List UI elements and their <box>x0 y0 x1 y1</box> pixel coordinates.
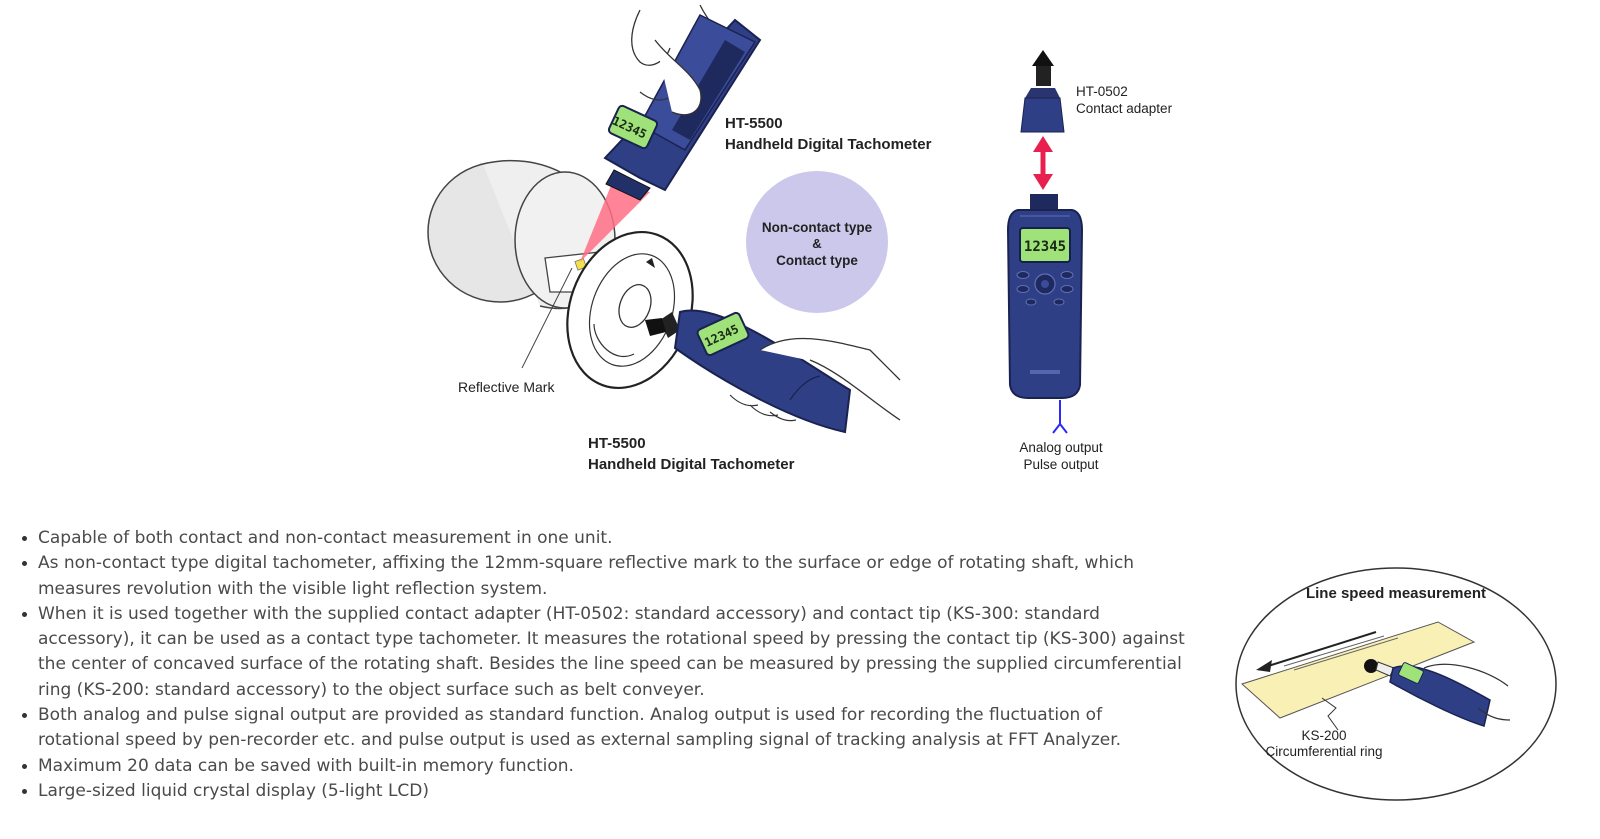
laser-beam <box>580 183 650 262</box>
tachometer-diagram: Reflective Mark 12345 HT-5500 Handheld D… <box>427 4 1173 473</box>
front-view-device: 12345 <box>1006 194 1084 399</box>
feature-item: Large-sized liquid crystal display (5-li… <box>38 779 1188 804</box>
mode-bubble-line3: Contact type <box>776 253 858 268</box>
outputs-line2: Pulse output <box>1023 457 1098 472</box>
adapter-name: Contact adapter <box>1076 101 1173 116</box>
inset-title: Line speed measurement <box>1306 585 1486 602</box>
tachometer-bottom-device: 12345 <box>645 309 901 434</box>
outputs-line1: Analog output <box>1019 440 1103 455</box>
top-tachometer-name: Handheld Digital Tachometer <box>725 136 932 153</box>
mode-bubble-line1: Non-contact type <box>762 220 873 235</box>
attach-arrow <box>1033 136 1053 190</box>
feature-item: Maximum 20 data can be saved with built-… <box>38 754 1188 779</box>
moving-belt <box>1241 621 1476 719</box>
tachometer-top-device: 12345 <box>603 4 762 201</box>
bottom-tachometer-name: Handheld Digital Tachometer <box>588 456 795 473</box>
rotating-disc <box>566 230 694 390</box>
ring-model: KS-200 <box>1301 728 1346 743</box>
line-speed-inset: Line speed measurement KS-200 Circumfere… <box>1235 567 1557 801</box>
feature-item: When it is used together with the suppli… <box>38 602 1188 703</box>
inset-tachometer <box>1364 659 1511 727</box>
feature-item: Capable of both contact and non-contact … <box>38 526 1188 551</box>
feature-item: Both analog and pulse signal output are … <box>38 703 1188 754</box>
top-tachometer-model: HT-5500 <box>725 115 783 132</box>
front-device-lcd: 12345 <box>1024 239 1066 255</box>
contact-adapter <box>1020 50 1065 133</box>
bottom-tachometer-model: HT-5500 <box>588 435 646 452</box>
mode-bubble-line2: & <box>812 236 821 251</box>
adapter-model: HT-0502 <box>1076 84 1128 99</box>
mode-bubble: Non-contact type & Contact type <box>746 171 888 313</box>
ring-name: Circumferential ring <box>1265 744 1382 759</box>
output-connector <box>1052 400 1068 434</box>
feature-item: As non-contact type digital tachometer, … <box>38 551 1188 602</box>
feature-list: Capable of both contact and non-contact … <box>18 526 1188 804</box>
reflective-mark-label: Reflective Mark <box>458 379 555 395</box>
